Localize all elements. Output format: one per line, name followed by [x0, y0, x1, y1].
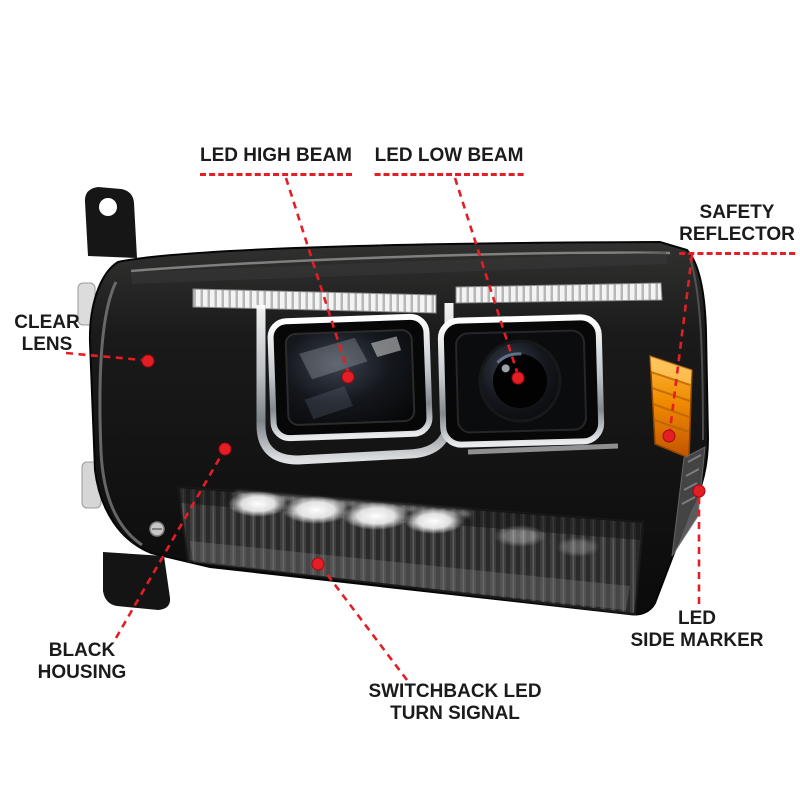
leader-led-high-beam: [284, 177, 350, 373]
lens-left-edge-highlight: [98, 281, 143, 547]
turn-signal-strip: [176, 485, 645, 616]
callout-label: HOUSING: [37, 662, 127, 683]
leader-clear-lens: [65, 351, 143, 362]
drl-bar-left: [192, 288, 437, 314]
leader-safety-reflector: [668, 254, 694, 431]
callout-label: LENS: [21, 334, 73, 355]
mounting-tab-bottom: [103, 552, 171, 610]
callout-label: SAFETY: [699, 202, 775, 223]
callout-dots: [141, 354, 706, 571]
dot-led-side-marker: [692, 484, 706, 498]
callout-label: LED HIGH BEAM: [200, 145, 352, 166]
headlight-illustration: [77, 187, 710, 616]
callout-label: CLEAR: [14, 312, 80, 333]
callout-label: BLACK: [48, 640, 116, 661]
dot-led-low-beam: [511, 371, 525, 385]
callout-led-side-marker: LED SIDE MARKER: [630, 608, 763, 652]
dot-led-high-beam: [341, 370, 355, 384]
lens-right-edge-highlight: [689, 257, 704, 441]
dot-safety-reflector: [662, 429, 676, 443]
callout-label: SIDE MARKER: [630, 630, 764, 651]
drl-bar-right: [455, 282, 663, 304]
leader-led-low-beam: [453, 177, 519, 373]
callout-led-high-beam: LED HIGH BEAM: [200, 145, 352, 176]
callout-label: LED: [677, 608, 716, 629]
callout-switchback-led-turn-signal: SWITCHBACK LED TURN SIGNAL: [368, 681, 541, 725]
leader-switchback-turn-signal: [321, 568, 409, 681]
callout-label: LED LOW BEAM: [374, 145, 524, 166]
callout-black-housing: BLACK HOUSING: [38, 640, 127, 684]
callout-safety-reflector: SAFETY REFLECTOR: [679, 202, 795, 255]
callout-label: TURN SIGNAL: [390, 703, 520, 724]
callout-led-low-beam: LED LOW BEAM: [374, 145, 524, 176]
upper-shadow-band: [131, 252, 667, 284]
leader-black-housing: [114, 453, 224, 639]
dot-switchback-turn-signal: [311, 557, 325, 571]
callout-leader-lines: [65, 177, 701, 681]
callout-clear-lens: CLEAR LENS: [14, 312, 79, 356]
callout-label: REFLECTOR: [679, 224, 795, 245]
mounting-tab-top: [84, 187, 137, 258]
mounting-hole: [99, 198, 117, 216]
trim-under-low-beam: [467, 443, 619, 455]
dot-black-housing: [218, 442, 232, 456]
callout-label: SWITCHBACK LED: [368, 681, 542, 702]
lens-top-edge-highlight: [130, 251, 671, 273]
amber-side-reflector: [649, 354, 693, 460]
dot-clear-lens: [141, 354, 155, 368]
